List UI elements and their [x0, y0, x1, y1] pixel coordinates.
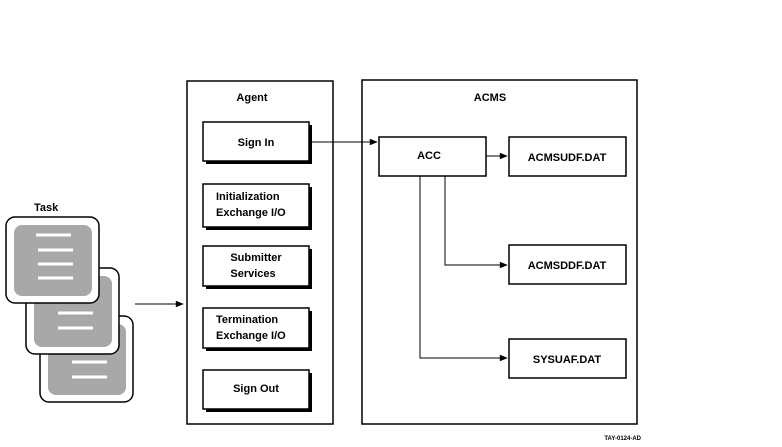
sign-out-box: Sign Out — [202, 369, 312, 412]
submitter-label-line1: Submitter — [230, 252, 282, 264]
task-documents: Task — [5, 202, 134, 403]
sign-in-label: Sign In — [238, 137, 275, 149]
sysuaf-box: SYSUAF.DAT — [508, 338, 627, 379]
submitter-label-line2: Services — [230, 268, 275, 280]
acmsddf-box: ACMSDDF.DAT — [508, 244, 627, 285]
agent-box: Agent Sign In Initialization Exchange I/… — [186, 80, 334, 425]
initialization-label-line1: Initialization — [216, 191, 280, 203]
task-document-front — [5, 216, 100, 304]
acms-box: ACMS ACC ACMSUDF.DAT ACMSDDF.DAT SYSUAF.… — [361, 79, 638, 425]
submitter-services-box: Submitter Services — [202, 245, 312, 289]
sign-out-label: Sign Out — [233, 383, 279, 395]
acmsudf-label: ACMSUDF.DAT — [528, 152, 607, 164]
acc-box: ACC — [378, 136, 487, 177]
initialization-exchange-box: Initialization Exchange I/O — [202, 183, 312, 230]
sign-in-box: Sign In — [202, 121, 312, 164]
termination-label-line1: Termination — [216, 314, 278, 326]
task-label: Task — [34, 202, 59, 214]
sysuaf-label: SYSUAF.DAT — [533, 354, 602, 366]
initialization-label-line2: Exchange I/O — [216, 207, 286, 219]
acmsudf-box: ACMSUDF.DAT — [508, 136, 627, 177]
acc-label: ACC — [417, 150, 441, 162]
acmsddf-label: ACMSDDF.DAT — [528, 260, 607, 272]
acc-to-acmsddf-arrow — [444, 176, 508, 269]
task-document-lines — [58, 311, 107, 379]
figure-id: TAY-0124-AD — [604, 436, 641, 442]
acms-title: ACMS — [474, 92, 506, 104]
acc-to-sysuaf-arrow — [419, 176, 508, 362]
termination-label-line2: Exchange I/O — [216, 330, 286, 342]
agent-title: Agent — [236, 92, 268, 104]
termination-exchange-box: Termination Exchange I/O — [202, 307, 312, 351]
